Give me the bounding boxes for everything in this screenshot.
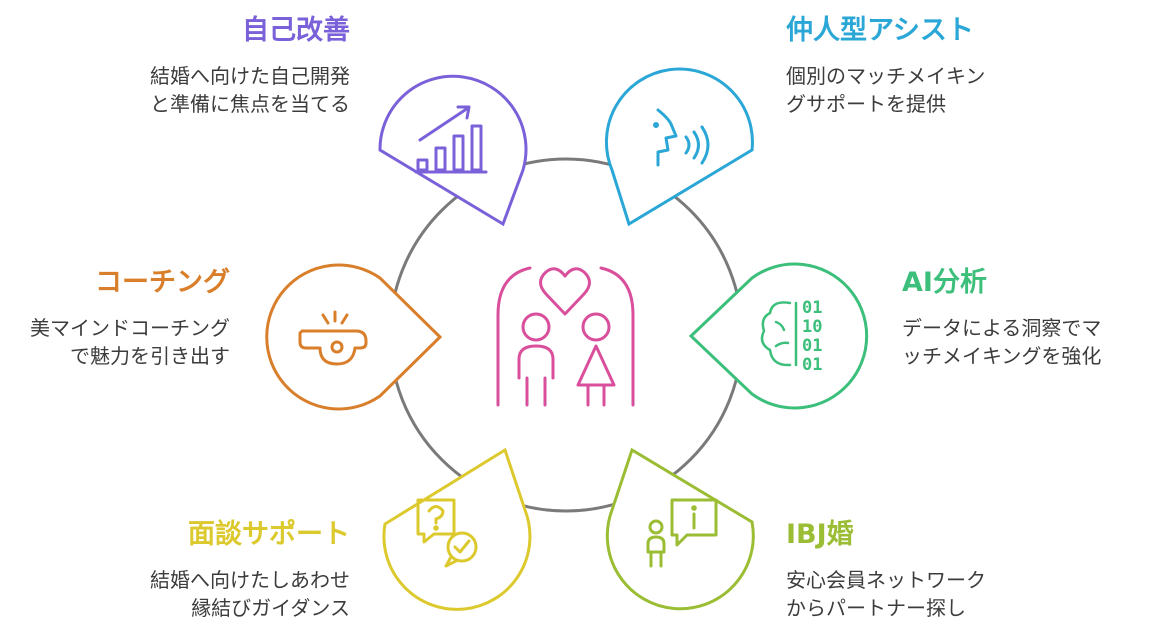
desc-interview-support: 結婚へ向けたしあわせ 縁結びガイダンス <box>150 568 350 620</box>
drop-ai-analysis <box>688 262 869 410</box>
desc-ai-analysis: データによる洞察でマ ッチメイキングを強化 <box>902 316 1102 368</box>
svg-text:01: 01 <box>802 355 822 375</box>
brain-binary-icon: 01 10 01 01 <box>760 298 822 375</box>
speaking-head-icon <box>653 108 710 167</box>
chat-question-check-icon <box>416 498 478 568</box>
drop-coaching <box>265 263 443 411</box>
couple-heart-arch-icon <box>496 266 635 407</box>
title-matchmaker-assist: 仲人型アシスト <box>786 15 974 46</box>
title-ai-analysis: AI分析 <box>902 267 987 298</box>
title-self-improvement: 自己改善 <box>242 15 350 46</box>
whistle-icon <box>298 310 368 366</box>
desc-ibj-marriage: 安心会員ネットワーク からパートナー探し <box>786 568 986 620</box>
person-info-icon <box>646 498 718 568</box>
desc-matchmaker-assist: 個別のマッチメイキン グサポートを提供 <box>786 64 986 116</box>
title-interview-support: 面談サポート <box>188 519 350 550</box>
drop-matchmaker-assist <box>604 67 754 227</box>
desc-self-improvement: 結婚へ向けた自己開発 と準備に焦点を当てる <box>150 64 350 116</box>
center-ring <box>388 157 744 513</box>
svg-text:10: 10 <box>802 317 822 337</box>
drop-ibj-marriage <box>605 447 755 611</box>
desc-coaching: 美マインドコーチング で魅力を引き出す <box>30 316 230 368</box>
svg-text:01: 01 <box>802 298 822 318</box>
growth-chart-icon <box>414 105 488 174</box>
drop-interview-support <box>382 447 532 611</box>
title-ibj-marriage: IBJ婚 <box>786 519 854 550</box>
svg-text:01: 01 <box>802 336 822 356</box>
title-coaching: コーチング <box>95 267 230 298</box>
